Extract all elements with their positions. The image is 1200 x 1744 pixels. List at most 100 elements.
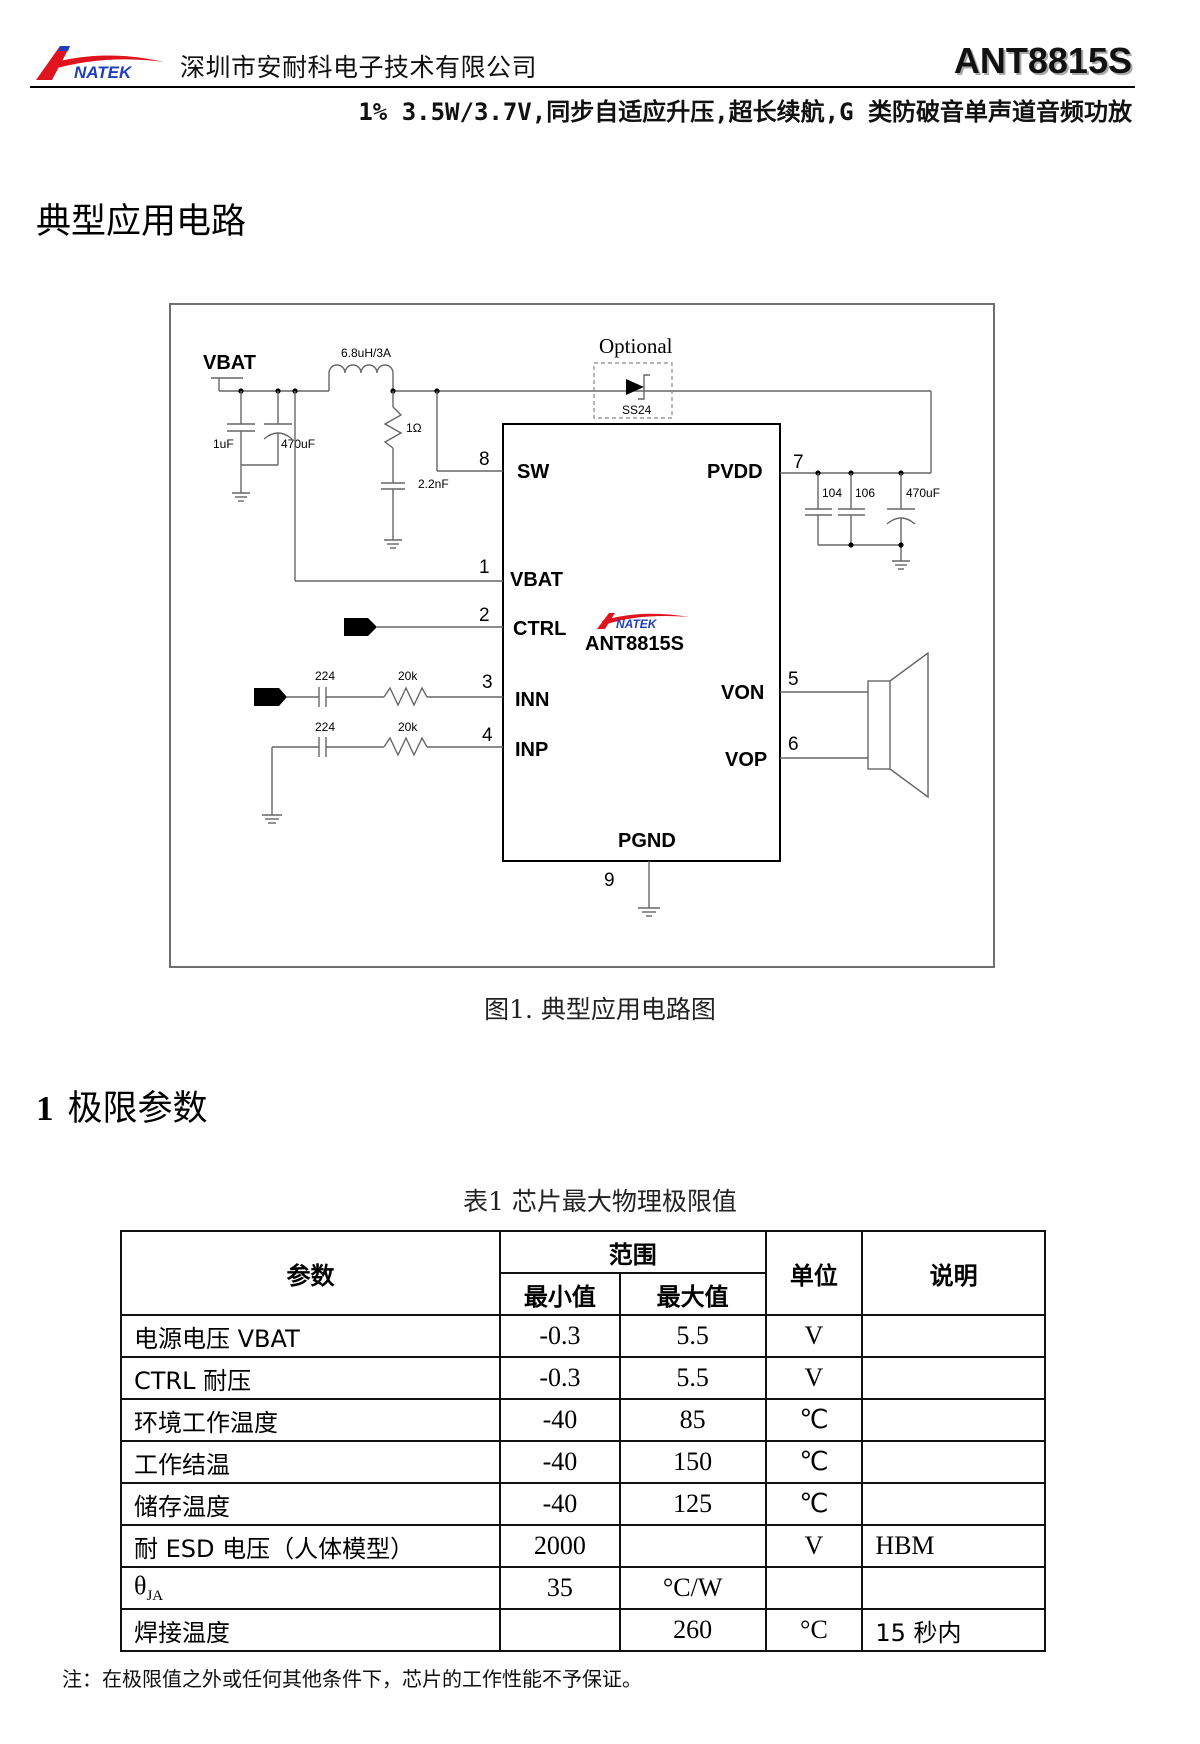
input-cap-inn: 224 (315, 669, 335, 707)
schottky-diode-icon: SS24 (622, 374, 652, 417)
table-row: 焊接温度 260 °C 15 秒内 (119, 1608, 1046, 1652)
svg-text:2.2nF: 2.2nF (418, 477, 449, 491)
product-subtitle: 1% 3.5W/3.7V,同步自适应升压,超长续航,G 类防破音单声道音频功放 (358, 98, 1132, 126)
svg-text:SS24: SS24 (622, 403, 652, 417)
header-param: 参数 (119, 1230, 502, 1316)
section-number: 1 (36, 1089, 54, 1128)
output-cap-470uf: 470uF (886, 473, 940, 561)
cell-param: 焊接温度 (119, 1608, 502, 1652)
cell-max: 5.5 (618, 1314, 767, 1358)
speaker-icon (867, 651, 929, 799)
svg-text:20k: 20k (398, 720, 418, 734)
cell-unit (764, 1566, 864, 1610)
pin-num-2: 2 (479, 605, 490, 626)
cell-max: 125 (618, 1482, 767, 1526)
cell-min: -40 (499, 1482, 621, 1526)
svg-text:106: 106 (855, 486, 875, 500)
svg-text:20k: 20k (398, 669, 418, 683)
cell-max: °C/W (618, 1566, 767, 1610)
absolute-max-ratings-table: 参数 范围 单位 说明 最小值 最大值 电源电压 VBAT -0.3 5.5 V… (119, 1230, 1046, 1652)
svg-text:6.8uH/3A: 6.8uH/3A (341, 346, 391, 360)
cell-param: CTRL 耐压 (119, 1356, 502, 1400)
cell-param: 储存温度 (119, 1482, 502, 1526)
pin-num-4: 4 (482, 725, 493, 746)
cell-min: -0.3 (499, 1314, 621, 1358)
circuit-frame (169, 303, 995, 968)
svg-text:224: 224 (315, 720, 335, 734)
input-resistor-inp: 20k (383, 720, 428, 757)
section-title-text: 极限参数 (67, 1089, 208, 1129)
table-row: θJA 35 °C/W (119, 1566, 1046, 1610)
output-cap-106: 106 (838, 473, 875, 545)
cell-unit: ℃ (764, 1440, 864, 1484)
table-header-row: 参数 范围 单位 说明 (119, 1230, 1046, 1316)
svg-text:1uF: 1uF (213, 437, 234, 451)
table-row: 电源电压 VBAT -0.3 5.5 V (119, 1314, 1046, 1358)
svg-text:1Ω: 1Ω (406, 421, 422, 435)
inductor: 6.8uH/3A (328, 346, 394, 391)
cell-unit: V (764, 1356, 864, 1400)
pin-num-8: 8 (479, 449, 490, 470)
cell-note (861, 1482, 1046, 1526)
pin-label-pvdd: PVDD (707, 461, 763, 483)
optional-box (593, 362, 673, 419)
pin-label-inn: INN (515, 689, 549, 711)
cell-param: 工作结温 (119, 1440, 502, 1484)
snubber-resistor: 1Ω (383, 391, 422, 483)
ground-icon (892, 560, 910, 570)
input-resistor-inn: 20k (383, 669, 428, 707)
svg-text:470uF: 470uF (281, 437, 315, 451)
cell-max (618, 1524, 767, 1568)
table-row: 储存温度 -40 125 ℃ (119, 1482, 1046, 1526)
svg-text:NATEK: NATEK (616, 617, 658, 631)
table-caption: 表1 芯片最大物理极限值 (463, 1187, 737, 1216)
cell-param: θJA (119, 1566, 502, 1610)
part-number: ANT8815S (953, 40, 1132, 81)
cell-min: -40 (499, 1440, 621, 1484)
cell-note: HBM (861, 1524, 1046, 1568)
cell-max: 85 (618, 1398, 767, 1442)
cell-note (861, 1440, 1046, 1484)
header-max: 最大值 (618, 1272, 767, 1316)
cell-param: 电源电压 VBAT (119, 1314, 502, 1358)
input-cap-inp: 224 (315, 720, 335, 757)
table-row: 工作结温 -40 150 ℃ (119, 1440, 1046, 1484)
optional-label: Optional (599, 334, 673, 358)
figure-caption: 图1. 典型应用电路图 (484, 995, 716, 1024)
cell-param: 耐 ESD 电压（人体模型） (119, 1524, 502, 1568)
vbat-source-label: VBAT (203, 352, 256, 374)
pin-label-von: VON (721, 682, 764, 704)
cell-min: 2000 (499, 1524, 621, 1568)
cell-note (861, 1566, 1046, 1610)
cell-min: 35 (499, 1566, 621, 1610)
ctrl-input-port-icon (344, 618, 377, 636)
snubber-capacitor: 2.2nF (381, 477, 449, 549)
table-footnote: 注：在极限值之外或任何其他条件下，芯片的工作性能不予保证。 (62, 1667, 642, 1691)
cell-unit: °C (764, 1608, 864, 1652)
pin-num-1: 1 (479, 557, 490, 578)
pin-label-pgnd: PGND (618, 830, 676, 852)
audio-input-port-icon (254, 688, 287, 706)
header-range: 范围 (499, 1230, 767, 1274)
pin-label-ctrl: CTRL (513, 618, 566, 640)
pin-label-sw: SW (517, 461, 549, 483)
input-cap-1uf: 1uF (213, 391, 255, 493)
cell-unit: V (764, 1314, 864, 1358)
header-min: 最小值 (499, 1272, 621, 1316)
cell-unit: ℃ (764, 1398, 864, 1442)
chip-part-number: ANT8815S (585, 633, 684, 655)
theta-subscript: JA (146, 1588, 164, 1605)
pin-num-7: 7 (793, 452, 804, 473)
header-divider (30, 86, 1135, 88)
pin-num-3: 3 (482, 672, 493, 693)
chip-body (502, 423, 781, 862)
cell-max: 150 (618, 1440, 767, 1484)
cell-note: 15 秒内 (861, 1608, 1046, 1652)
table-row: 耐 ESD 电压（人体模型） 2000 V HBM (119, 1524, 1046, 1568)
table-subheader-row: 最小值 最大值 (121, 1272, 1045, 1316)
pin-label-vop: VOP (725, 749, 767, 771)
header-unit: 单位 (764, 1230, 864, 1316)
pin-num-6: 6 (788, 734, 799, 755)
cell-unit: ℃ (764, 1482, 864, 1526)
output-cap-104: 104 (805, 473, 842, 545)
